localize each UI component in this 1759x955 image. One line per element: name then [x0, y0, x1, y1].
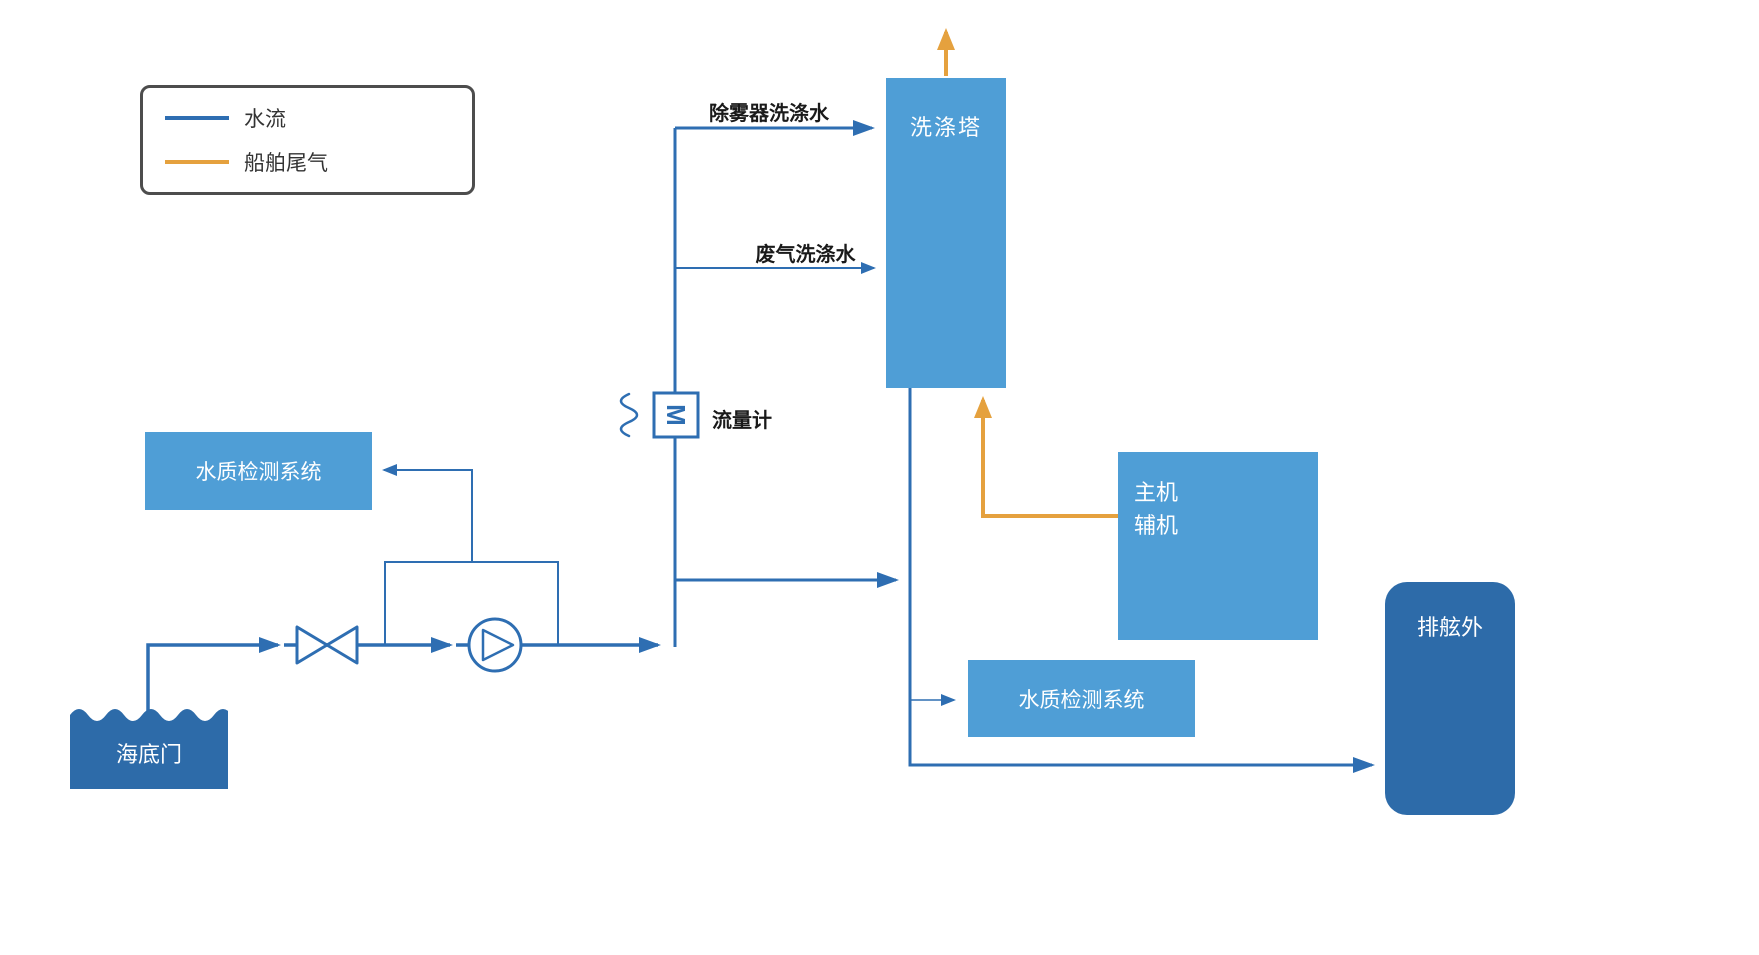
water-quality-left-label: 水质检测系统	[195, 461, 322, 484]
scrubber-tower-node: 洗涤塔	[886, 78, 1006, 388]
exhaust-line-swatch	[165, 160, 229, 165]
sea-chest-label: 海底门	[115, 742, 182, 767]
valve-symbol	[295, 625, 359, 665]
exhaust-engine-to-tower	[974, 396, 1118, 518]
pipe-seachest-to-valve	[146, 637, 281, 714]
water-quality-left-node: 水质检测系统	[145, 432, 372, 510]
water-quality-right-label: 水质检测系统	[1018, 688, 1145, 712]
engine-label-line2: 辅机	[1134, 513, 1179, 538]
exhaust-wash-water-label: 废气洗涤水	[755, 244, 856, 266]
flow-meter-symbol: M	[619, 391, 700, 439]
water-quality-right-node: 水质检测系统	[968, 660, 1195, 737]
flow-meter-squiggle-icon	[619, 392, 639, 438]
pipe-tower-drain-to-overboard	[908, 388, 1375, 773]
overboard-node: 排舷外	[1385, 582, 1515, 815]
overboard-label: 排舷外	[1416, 615, 1483, 640]
legend-label-water: 水流	[244, 107, 286, 131]
engine-node: 主机 辅机	[1118, 452, 1318, 640]
legend-item-water: 水流	[165, 103, 472, 133]
engine-label-line1: 主机	[1134, 480, 1179, 505]
sea-chest-node: 海底门	[70, 703, 232, 789]
flow-meter-label: 流量计	[712, 410, 772, 432]
pump-symbol	[467, 617, 523, 673]
sea-chest-wave-shape	[70, 709, 232, 789]
legend-item-exhaust: 船舶尾气	[165, 147, 472, 177]
pipe-to-water-quality-left	[382, 464, 473, 562]
legend-label-exhaust: 船舶尾气	[244, 152, 328, 176]
flow-meter-glyph: M	[661, 404, 691, 426]
scrubber-tower-label: 洗涤塔	[909, 115, 982, 140]
water-line-swatch	[165, 115, 229, 120]
demister-wash-water-label: 除雾器洗涤水	[709, 103, 829, 125]
legend: 水流 船舶尾气	[140, 85, 475, 195]
